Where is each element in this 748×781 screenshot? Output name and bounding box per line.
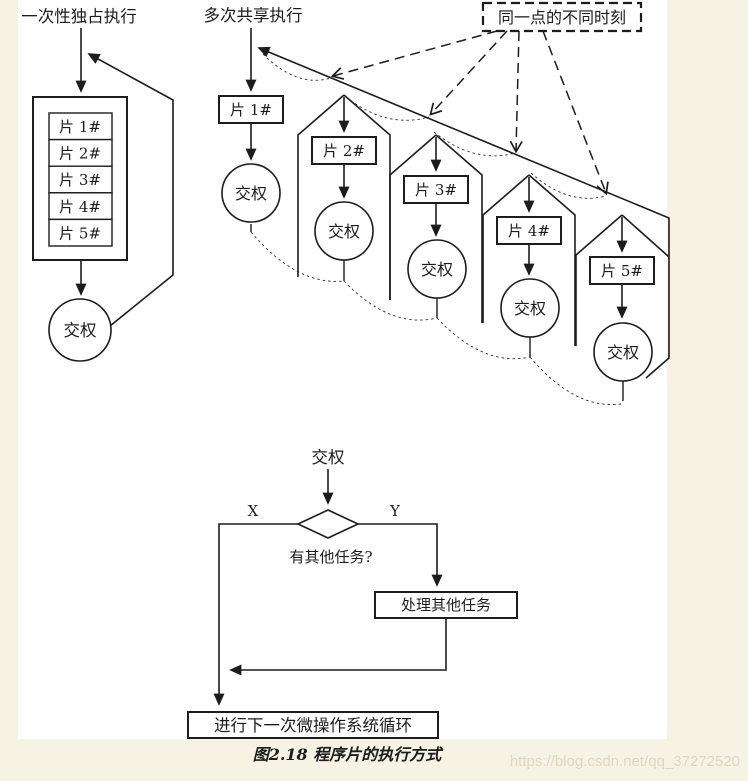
pointer-arrow-4 bbox=[542, 30, 606, 193]
stage5-slice-label: 片 5# bbox=[601, 262, 643, 280]
watermark: https://blog.csdn.net/qq_37272520 bbox=[510, 753, 740, 770]
stage4-slice-label: 片 4# bbox=[508, 222, 550, 240]
branch-y-path bbox=[358, 523, 443, 587]
shared-stage-3: 片 3# 交权 bbox=[403, 137, 469, 299]
stage4-slice-box bbox=[496, 216, 562, 245]
stage1-slice-box bbox=[218, 95, 284, 124]
stage5-handover-circle bbox=[593, 322, 653, 382]
branch-y-label: Y bbox=[389, 502, 401, 520]
slice-cell-3 bbox=[48, 165, 113, 194]
tent-5-left bbox=[575, 214, 623, 346]
shared-execution-diagram: 多次共享执行 同一点的不同时刻 bbox=[204, 1, 670, 406]
stage2-slice-box bbox=[311, 136, 377, 165]
stage2-handover-circle bbox=[314, 201, 374, 261]
stage-tents bbox=[297, 94, 670, 346]
pointer-arrow-3 bbox=[516, 30, 519, 151]
same-point-callout-box bbox=[481, 1, 643, 33]
loop-box bbox=[187, 711, 439, 739]
same-point-callout-label: 同一点的不同时刻 bbox=[498, 8, 626, 27]
decision-diamond bbox=[296, 509, 360, 539]
tent-4-right bbox=[528, 174, 576, 346]
tent-3-left bbox=[389, 134, 437, 300]
stage1-handover-circle bbox=[221, 163, 281, 223]
handover-flowchart: 交权 X Y 有其他任务? 处理其他任务 进行下一次微操作系统循环 bbox=[187, 448, 518, 739]
slice-label-1: 片 1# bbox=[59, 118, 101, 136]
pointer-arrow-1 bbox=[333, 30, 498, 76]
shared-stage-4: 片 4# 交权 bbox=[496, 177, 562, 338]
shared-title: 多次共享执行 bbox=[204, 6, 303, 25]
figure-caption: 图2.18 程序片的执行方式 bbox=[253, 745, 445, 764]
slice-cell-2 bbox=[48, 138, 113, 167]
stage5-handover-label: 交权 bbox=[607, 343, 639, 362]
branch-x-path bbox=[213, 523, 298, 706]
exclusive-title: 一次性独占执行 bbox=[21, 7, 137, 26]
slice-cell-4 bbox=[48, 192, 113, 221]
stage3-slice-label: 片 3# bbox=[415, 181, 457, 199]
stage4-handover-circle bbox=[500, 278, 560, 338]
stage3-handover-label: 交权 bbox=[421, 260, 453, 279]
slice-label-4: 片 4# bbox=[59, 198, 101, 216]
process-box bbox=[374, 591, 518, 619]
decision-label: 有其他任务? bbox=[289, 548, 372, 566]
exclusive-handover-circle bbox=[48, 298, 112, 362]
slice-label-5: 片 5# bbox=[59, 224, 101, 242]
exclusive-handover-label: 交权 bbox=[64, 321, 97, 340]
flow-entry-label: 交权 bbox=[312, 448, 345, 467]
arc-bottom-2 bbox=[343, 280, 438, 321]
shared-stage-5: 片 5# 交权 bbox=[589, 217, 655, 382]
arc-bottom-3 bbox=[436, 317, 531, 360]
stage2-handover-label: 交权 bbox=[328, 222, 360, 241]
slice-label-3: 片 3# bbox=[59, 171, 101, 189]
tent-5-right bbox=[621, 214, 670, 258]
tent-2-left bbox=[297, 94, 345, 277]
branch-x-label: X bbox=[248, 502, 259, 520]
merge-path bbox=[229, 618, 447, 676]
stage5-slice-box bbox=[589, 256, 655, 285]
stage1-handover-label: 交权 bbox=[235, 184, 267, 203]
slice-label-2: 片 2# bbox=[59, 145, 101, 163]
loop-box-label: 进行下一次微操作系统循环 bbox=[214, 716, 412, 735]
tent-3-right bbox=[435, 134, 483, 323]
trajectory-arcs-top bbox=[262, 53, 607, 199]
tent-4-left bbox=[482, 174, 530, 323]
arc-top-3 bbox=[433, 131, 516, 157]
exclusive-execution-diagram: 一次性独占执行 片 1# 片 2# 片 3# 片 4# 片 5# 交权 bbox=[21, 7, 174, 362]
stage1-slice-label: 片 1# bbox=[230, 101, 272, 119]
shared-stage-2: 片 2# 交权 bbox=[311, 97, 377, 261]
stage3-slice-box bbox=[403, 175, 469, 204]
same-point-pointer-arrows bbox=[333, 30, 606, 193]
stage2-slice-label: 片 2# bbox=[323, 142, 365, 160]
shared-feedback-line bbox=[257, 46, 670, 379]
pointer-arrow-2 bbox=[431, 30, 508, 114]
circle-stubs bbox=[250, 224, 624, 401]
stage4-handover-label: 交权 bbox=[514, 299, 546, 318]
exclusive-feedback-line bbox=[87, 53, 174, 327]
stage3-handover-circle bbox=[407, 239, 467, 299]
exclusive-slice-stack: 片 1# 片 2# 片 3# 片 4# 片 5# bbox=[48, 112, 113, 247]
slice-cell-5 bbox=[48, 218, 113, 247]
process-box-label: 处理其他任务 bbox=[401, 596, 491, 614]
shared-stage-1: 片 1# 交权 bbox=[218, 95, 284, 223]
